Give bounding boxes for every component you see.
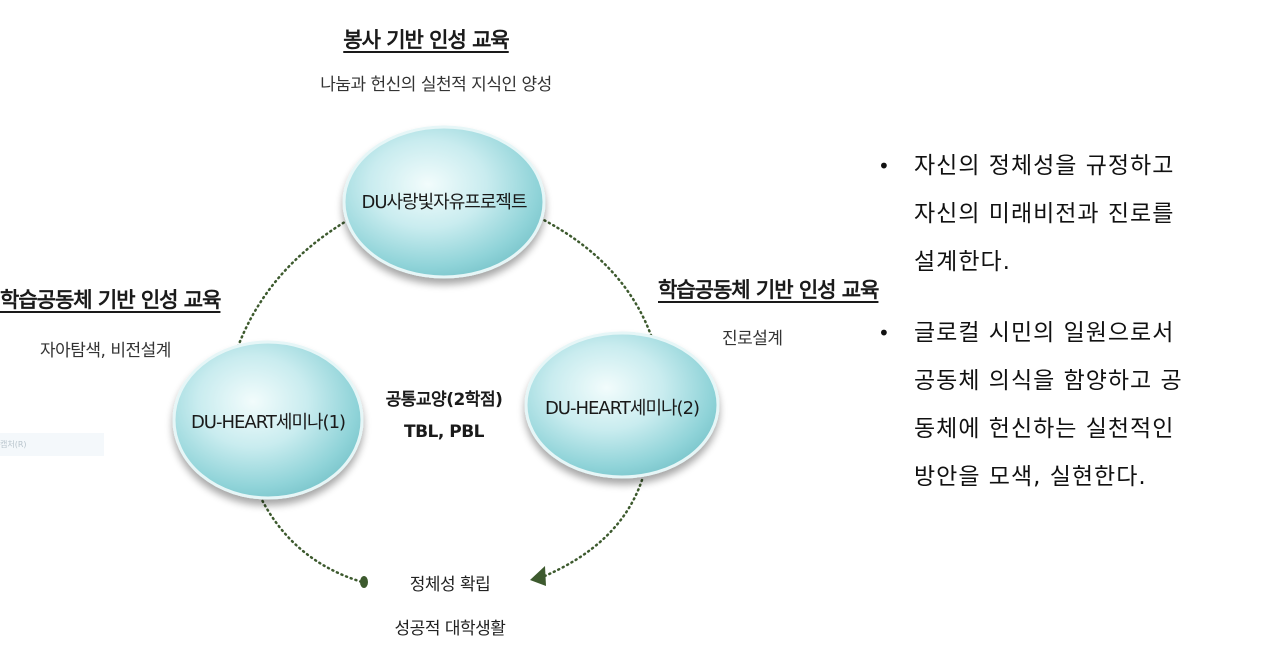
bullet-line: 방안을 모색, 실현한다. [914,464,1147,490]
node-left-label: DU-HEART세미나(1) [190,412,346,433]
arrow-head-icon [530,566,546,586]
left-title: 학습공동체 기반 인성 교육 [0,288,221,312]
faint-caption-box: 캡처(R) [0,433,104,456]
connector-left-outcome [256,490,364,584]
right-title: 학습공동체 기반 인성 교육 [658,278,879,302]
left-subtitle: 자아탐색, 비전설계 [40,341,171,361]
bullet-line: 글로컬 시민의 일원으로서 [914,320,1175,346]
node-top-label: DU사랑빛자유프로젝트 [361,192,527,213]
outcome-line-1: 정체성 확립 [409,575,491,595]
bullet-line: 자신의 미래비전과 진로를 [914,201,1175,227]
connector-right-outcome [538,478,644,580]
node-right-label: DU-HEART세미나(2) [544,398,700,419]
bullet-line: 공동체 의식을 함양하고 공 [914,368,1183,394]
bullet-item: • 자신의 정체성을 규정하고 자신의 미래비전과 진로를 설계한다. [878,142,1248,286]
core-line-1: 공통교양(2학점) [385,390,503,410]
bullet-line: 동체에 헌신하는 실천적인 [914,416,1175,442]
node-left-ellipse [172,340,364,500]
bullet-marker: • [878,321,891,345]
faint-caption-text: 캡처(R) [0,440,27,449]
core-label: 공통교양(2학점) TBL, PBL [374,384,514,448]
core-line-2: TBL, PBL [403,422,485,442]
bullet-line: 설계한다. [914,249,1011,275]
connector-top-right [538,216,654,340]
right-subtitle: 진로설계 [722,329,783,349]
outcome-line-2: 성공적 대학생활 [394,619,506,639]
node-top-ellipse [342,125,546,279]
top-subtitle: 나눔과 헌신의 실천적 지식인 양성 [320,75,552,95]
bullet-item: • 글로컬 시민의 일원으로서 공동체 의식을 함양하고 공 동체에 헌신하는 … [878,309,1248,501]
top-title: 봉사 기반 인성 교육 [343,28,510,52]
connector-left-end-dot [360,576,368,588]
node-right-ellipse [524,331,720,479]
connector-top-left [234,218,350,354]
bullet-line: 자신의 정체성을 규정하고 [914,153,1175,179]
bullet-list: • 자신의 정체성을 규정하고 자신의 미래비전과 진로를 설계한다. • 글로… [878,142,1248,524]
bullet-marker: • [878,154,891,178]
